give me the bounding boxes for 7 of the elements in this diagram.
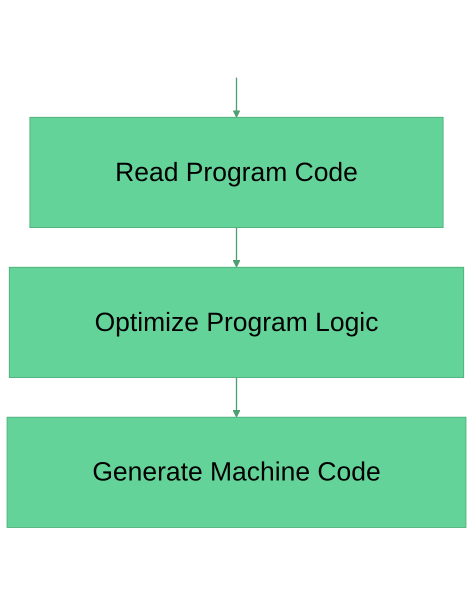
node-box <box>29 116 444 228</box>
arrow <box>232 378 240 418</box>
flowchart: Read Program Code Optimize Program Logic Generate Machine Code <box>0 0 473 535</box>
node-box <box>6 416 466 528</box>
arrow <box>232 228 240 268</box>
node-box <box>8 266 464 378</box>
arrow <box>232 78 240 118</box>
